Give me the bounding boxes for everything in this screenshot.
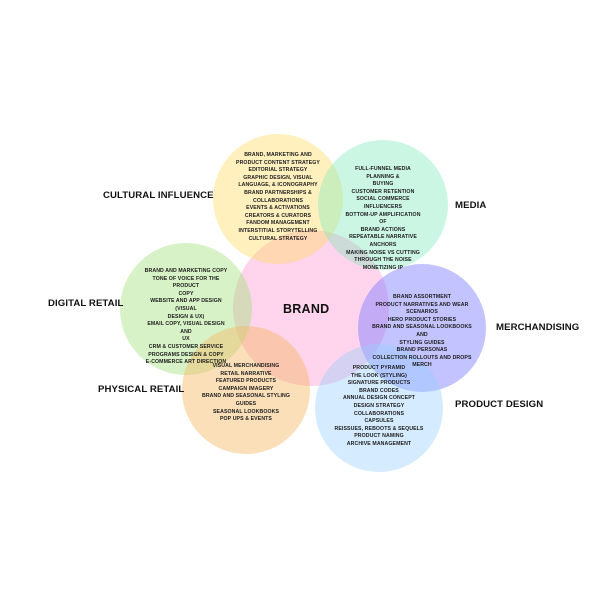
list-item: BRAND AND MARKETING COPY [144, 268, 228, 274]
merchandising-circle [358, 264, 486, 392]
list-item: COPY [178, 290, 194, 297]
list-item: SEASONAL LOOKBOOKS [212, 408, 280, 415]
list-item: BRAND AND SEASONAL LOOKBOOKS AND [372, 324, 472, 338]
list-item: BRAND ASSORTMENT [393, 294, 451, 300]
digital-retail-circle [120, 243, 252, 375]
list-item: MERCH [412, 362, 432, 369]
list-item: THROUGH THE NOISE [354, 257, 412, 264]
list-item: GRAPHIC DESIGN, VISUAL [243, 174, 313, 181]
list-item: CAPSULES [364, 418, 394, 425]
media-label: MEDIA [455, 200, 487, 211]
list-item: CRM & CUSTOMER SERVICE [148, 343, 224, 350]
list-item: RETAIL NARRATIVE [220, 370, 272, 377]
list-item: VISUAL MERCHANDISING [212, 363, 280, 369]
list-item: SIGNATURE PRODUCTS [347, 380, 411, 387]
list-item: BUYING [372, 181, 394, 188]
list-item: CULTURAL STRATEGY [248, 235, 308, 242]
list-item: CREATORS & CURATORS [244, 212, 312, 219]
list-item: BOTTOM-UP AMPLIFICATION OF [345, 211, 421, 226]
digital-retail-label: DIGITAL RETAIL [48, 298, 124, 309]
list-item: HERO PRODUCT STORIES [387, 316, 457, 323]
list-item: CAMPAIGN IMAGERY [218, 385, 274, 392]
list-item: MONETIZING IP [362, 264, 404, 271]
list-item: BRAND AND SEASONAL STYLING GUIDES [201, 393, 290, 407]
list-item: BRAND PARTNERSHIPS & [244, 189, 312, 196]
list-item: ARCHIVE MANAGEMENT [346, 440, 412, 447]
list-item: SOCIAL COMMERCE [356, 196, 410, 203]
list-item: BRAND CODES [359, 387, 399, 394]
list-item: SCENARIOS [406, 309, 438, 316]
list-item: PRODUCT CONTENT STRATEGY [236, 159, 320, 166]
list-item: UX [182, 336, 190, 343]
list-item: COLLECTION ROLLOUTS AND DROPS [372, 354, 472, 361]
list-item: PRODUCT PYRAMID [352, 365, 406, 371]
list-item: INTERSTITIAL STORYTELLING [238, 227, 318, 234]
product-design-label: PRODUCT DESIGN [455, 399, 544, 410]
list-item: ANNUAL DESIGN CONCEPT [342, 395, 416, 402]
list-item: REPEATABLE NARRATIVE ANCHORS [349, 234, 417, 248]
list-item: THE LOOK (STYLING) [350, 372, 408, 379]
list-item: TONE OF VOICE FOR THE PRODUCT [152, 275, 220, 290]
list-item: DESIGN STRATEGY [353, 402, 405, 409]
list-item: INFLUENCERS [363, 203, 403, 210]
physical-retail-circle [182, 326, 310, 454]
cultural-influence-label: CULTURAL INFLUENCE [103, 190, 214, 201]
list-item: EMAIL COPY, VISUAL DESIGN AND [147, 321, 225, 335]
list-item: POP UPS & EVENTS [219, 416, 273, 423]
list-item: PRODUCT NAMING [354, 433, 404, 440]
merchandising-label: MERCHANDISING [496, 322, 580, 333]
media-circle [318, 140, 448, 270]
list-item: FANDOM MANAGEMENT [246, 220, 310, 227]
list-item: STYLING GUIDES [399, 339, 445, 346]
list-item: COLLABORATIONS [353, 410, 405, 417]
list-item: EVENTS & ACTIVATIONS [246, 205, 310, 212]
cultural-influence-circle [213, 134, 343, 264]
list-item: MAKING NOISE VS CUTTING [346, 249, 420, 256]
list-item: E-COMMERCE ART DIRECTION [145, 359, 227, 366]
list-item: BRAND PERSONAS [396, 347, 448, 354]
product-design-circle [315, 344, 443, 472]
list-item: DESIGN & UX) [167, 313, 205, 320]
brand-circle [233, 230, 389, 386]
list-item: WEBSITE AND APP DESIGN (VISUAL [150, 298, 222, 312]
list-item: PROGRAMS DESIGN & COPY [148, 351, 224, 358]
list-item: FULL-FUNNEL MEDIA PLANNING & [355, 166, 411, 180]
list-item: CUSTOMER RETENTION [351, 188, 415, 195]
list-item: FEATURED PRODUCTS [215, 378, 277, 385]
list-item: PRODUCT NARRATIVES AND WEAR [375, 301, 469, 308]
physical-retail-label: PHYSICAL RETAIL [98, 384, 185, 395]
list-item: BRAND, MARKETING AND [244, 152, 312, 158]
list-item: COLLABORATIONS [252, 197, 304, 204]
list-item: REISSUES, REBOOTS & SEQUELS [334, 425, 424, 432]
brand-label: BRAND [283, 302, 330, 316]
list-item: EDITORIAL STRATEGY [248, 167, 308, 174]
list-item: LANGUAGE, & ICONOGRAPHY [238, 182, 318, 189]
list-item: BRAND ACTIONS [360, 226, 406, 233]
